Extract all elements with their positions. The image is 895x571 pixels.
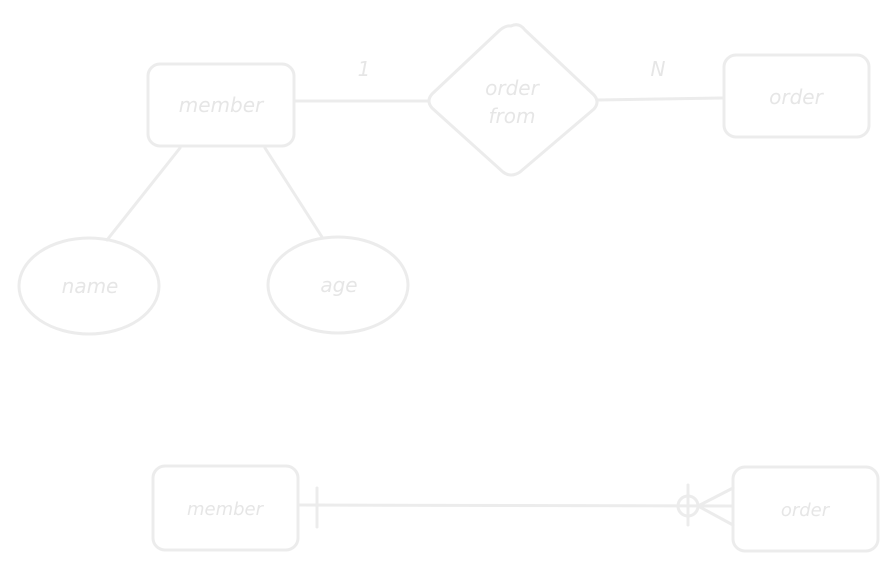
crowsfoot-relation-line	[297, 503, 735, 508]
crowsfoot-prong-bottom	[696, 504, 735, 527]
entity-order[interactable]: order	[722, 53, 871, 139]
entity-order-label: order	[769, 85, 824, 109]
attribute-name[interactable]: name	[17, 236, 161, 336]
attribute-age[interactable]: age	[266, 235, 410, 335]
attribute-name-ellipse	[17, 236, 161, 336]
relationship-order-from[interactable]: order from	[427, 23, 599, 177]
attribute-age-ellipse	[266, 235, 410, 335]
attribute-line-name	[105, 146, 182, 242]
crowsfoot-order-box	[731, 465, 880, 553]
crowsfoot-entity-order[interactable]: order	[731, 465, 880, 553]
entity-order-box	[722, 53, 871, 139]
crowsfoot-zero-many-marker	[676, 483, 735, 527]
crowsfoot-order-label: order	[781, 500, 831, 521]
attribute-line-age	[263, 146, 324, 239]
relationship-label-line2: from	[489, 104, 536, 128]
relationship-label-line1: order	[485, 76, 540, 100]
chen-diagram: member order from order 1 N	[17, 23, 871, 336]
crowsfoot-entity-member[interactable]: member	[151, 464, 300, 552]
crowsfoot-diagram: member order	[151, 464, 880, 553]
relation-line-order	[595, 96, 724, 102]
crowsfoot-member-box	[151, 464, 300, 552]
crowsfoot-prong-top	[696, 486, 735, 508]
entity-member[interactable]: member	[146, 62, 296, 148]
entity-member-label: member	[179, 93, 265, 117]
cardinality-many: N	[651, 57, 666, 81]
cardinality-one: 1	[358, 57, 371, 81]
entity-member-box	[146, 62, 296, 148]
crowsfoot-member-label: member	[187, 499, 265, 520]
relationship-diamond	[427, 23, 599, 177]
attribute-name-label: name	[62, 274, 119, 298]
attribute-age-label: age	[320, 273, 357, 297]
